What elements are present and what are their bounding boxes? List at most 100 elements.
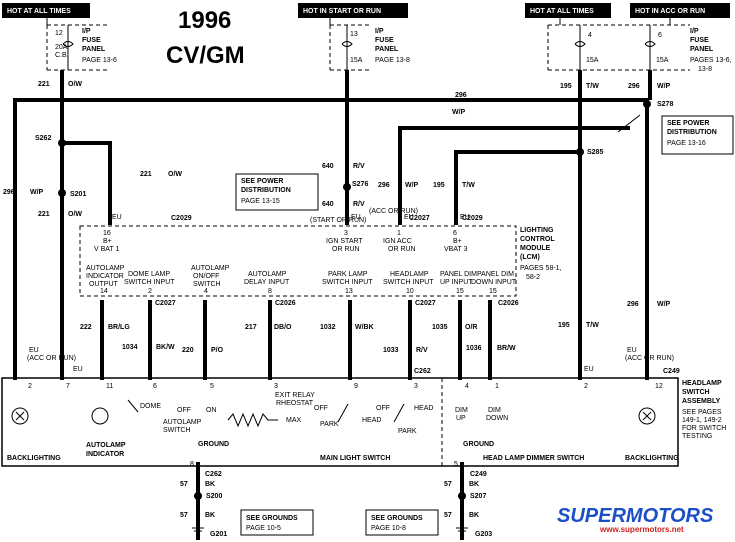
svg-text:15: 15 <box>456 288 464 295</box>
svg-text:SEE GROUNDS: SEE GROUNDS <box>246 515 298 522</box>
svg-text:BR/LG: BR/LG <box>108 324 130 331</box>
svg-text:AUTOLAMP: AUTOLAMP <box>86 265 125 272</box>
svg-text:6: 6 <box>153 383 157 390</box>
svg-text:SEE POWER: SEE POWER <box>241 178 283 185</box>
svg-text:SEE GROUNDS: SEE GROUNDS <box>371 515 423 522</box>
svg-text:OFF: OFF <box>314 405 328 412</box>
svg-text:W/P: W/P <box>405 182 419 189</box>
svg-text:PAGE 13-15: PAGE 13-15 <box>241 198 280 205</box>
svg-text:T/W: T/W <box>586 83 599 90</box>
fuse-13-num: 13 <box>350 31 358 38</box>
svg-text:TESTING: TESTING <box>682 433 712 440</box>
svg-text:SWITCH INPUT: SWITCH INPUT <box>124 279 175 286</box>
svg-text:221: 221 <box>38 211 50 218</box>
svg-text:VBAT 3: VBAT 3 <box>444 246 468 253</box>
svg-text:DISTRIBUTION: DISTRIBUTION <box>667 129 717 136</box>
svg-text:13: 13 <box>345 288 353 295</box>
svg-text:195: 195 <box>433 182 445 189</box>
fuse-12-num: 12 <box>55 30 63 37</box>
svg-text:DISTRIBUTION: DISTRIBUTION <box>241 187 291 194</box>
svg-text:1035: 1035 <box>432 324 448 331</box>
switch-assembly-label: HEADLAMP SWITCH ASSEMBLY SEE PAGES 149-1… <box>682 380 726 440</box>
svg-text:OR RUN: OR RUN <box>332 246 360 253</box>
svg-text:DOME LAMP: DOME LAMP <box>128 271 170 278</box>
backlighting-label-right: BACKLIGHTING <box>625 455 679 462</box>
fuse-4-num: 4 <box>588 32 592 39</box>
svg-text:B+: B+ <box>453 238 462 245</box>
svg-text:I/P: I/P <box>690 28 699 35</box>
svg-text:B+: B+ <box>103 238 112 245</box>
connector-c2026-mid: C2026 <box>275 300 296 307</box>
svg-text:SEE PAGES: SEE PAGES <box>682 409 722 416</box>
svg-text:1: 1 <box>397 230 401 237</box>
header-hot-all-times-2: HOT AT ALL TIMES <box>525 3 611 18</box>
fuse-6-amp: 15A <box>656 57 669 64</box>
svg-text:HEAD: HEAD <box>414 405 433 412</box>
svg-text:296: 296 <box>627 301 639 308</box>
svg-text:OFF: OFF <box>177 407 191 414</box>
svg-text:220: 220 <box>182 347 194 354</box>
svg-text:9: 9 <box>354 383 358 390</box>
svg-text:PANEL: PANEL <box>375 46 399 53</box>
svg-text:11: 11 <box>106 383 113 390</box>
svg-text:217: 217 <box>245 324 257 331</box>
svg-text:PAGES 58-1,: PAGES 58-1, <box>520 265 562 272</box>
fuse-4-amp: 15A <box>586 57 599 64</box>
fuse-13-amp: 15A <box>350 57 363 64</box>
fuse-page-right-2: 13-8 <box>698 66 712 73</box>
svg-text:PANEL: PANEL <box>690 46 714 53</box>
svg-text:296: 296 <box>378 182 390 189</box>
fuse-page-mid: PAGE 13-8 <box>375 57 410 64</box>
svg-text:57: 57 <box>180 512 188 519</box>
fuse-panel-left: 12 20A C.B. I/P FUSE PANEL PAGE 13-6 <box>46 18 117 71</box>
splice-s276: S276 <box>352 181 368 188</box>
svg-text:SWITCH: SWITCH <box>163 427 191 434</box>
svg-text:AUTOLAMP: AUTOLAMP <box>163 419 202 426</box>
main-light-switch-label: MAIN LIGHT SWITCH <box>320 455 390 462</box>
svg-text:640: 640 <box>322 201 334 208</box>
svg-text:296: 296 <box>3 189 15 196</box>
svg-text:O/R: O/R <box>465 324 477 331</box>
svg-text:PAGE 10-8: PAGE 10-8 <box>371 525 406 532</box>
svg-text:2: 2 <box>148 288 152 295</box>
connector-c2029-right: C2029 <box>462 215 483 222</box>
svg-text:R/V: R/V <box>416 347 428 354</box>
svg-text:10: 10 <box>406 288 414 295</box>
fuse-6-num: 6 <box>658 32 662 39</box>
watermark-logo: SUPERMOTORS www.supermotors.net <box>557 505 714 534</box>
svg-text:HOT AT ALL TIMES: HOT AT ALL TIMES <box>530 8 594 15</box>
splice-s262: S262 <box>35 135 51 142</box>
svg-text:SWITCH: SWITCH <box>682 389 710 396</box>
svg-text:FUSE: FUSE <box>82 37 101 44</box>
splice-s201: S201 <box>70 191 86 198</box>
svg-text:PANEL DIM: PANEL DIM <box>440 271 477 278</box>
fuse-panel-mid: 13 15A I/P FUSE PANEL PAGE 13-8 <box>329 18 410 71</box>
svg-text:ON: ON <box>206 407 217 414</box>
svg-text:W/P: W/P <box>657 83 671 90</box>
svg-text:FUSE: FUSE <box>375 37 394 44</box>
svg-text:(LCM): (LCM) <box>520 254 540 261</box>
svg-text:V BAT 1: V BAT 1 <box>94 246 120 253</box>
svg-text:8: 8 <box>190 461 194 468</box>
svg-text:SWITCH INPUT: SWITCH INPUT <box>383 279 434 286</box>
svg-text:IGN START: IGN START <box>326 238 363 245</box>
svg-text:UP INPUT: UP INPUT <box>440 279 473 286</box>
connector-c249: C249 <box>663 368 680 375</box>
svg-text:4: 4 <box>204 288 208 295</box>
svg-text:3: 3 <box>344 230 348 237</box>
svg-text:I/P: I/P <box>375 28 384 35</box>
svg-text:PAGE 10-5: PAGE 10-5 <box>246 525 281 532</box>
svg-text:O/W: O/W <box>168 171 182 178</box>
svg-text:640: 640 <box>322 163 334 170</box>
svg-text:UP: UP <box>456 415 466 422</box>
svg-text:R/V: R/V <box>353 163 365 170</box>
svg-text:7: 7 <box>66 383 70 390</box>
svg-text:EU: EU <box>351 214 361 221</box>
svg-text:T/W: T/W <box>462 182 475 189</box>
svg-text:1032: 1032 <box>320 324 336 331</box>
connector-c2027-top: C2027 <box>409 215 430 222</box>
note-grounds-right: SEE GROUNDS PAGE 10-8 <box>365 509 439 536</box>
svg-text:GROUND: GROUND <box>198 441 229 448</box>
svg-text:BK: BK <box>469 481 479 488</box>
svg-text:DOWN INPUT: DOWN INPUT <box>471 279 517 286</box>
